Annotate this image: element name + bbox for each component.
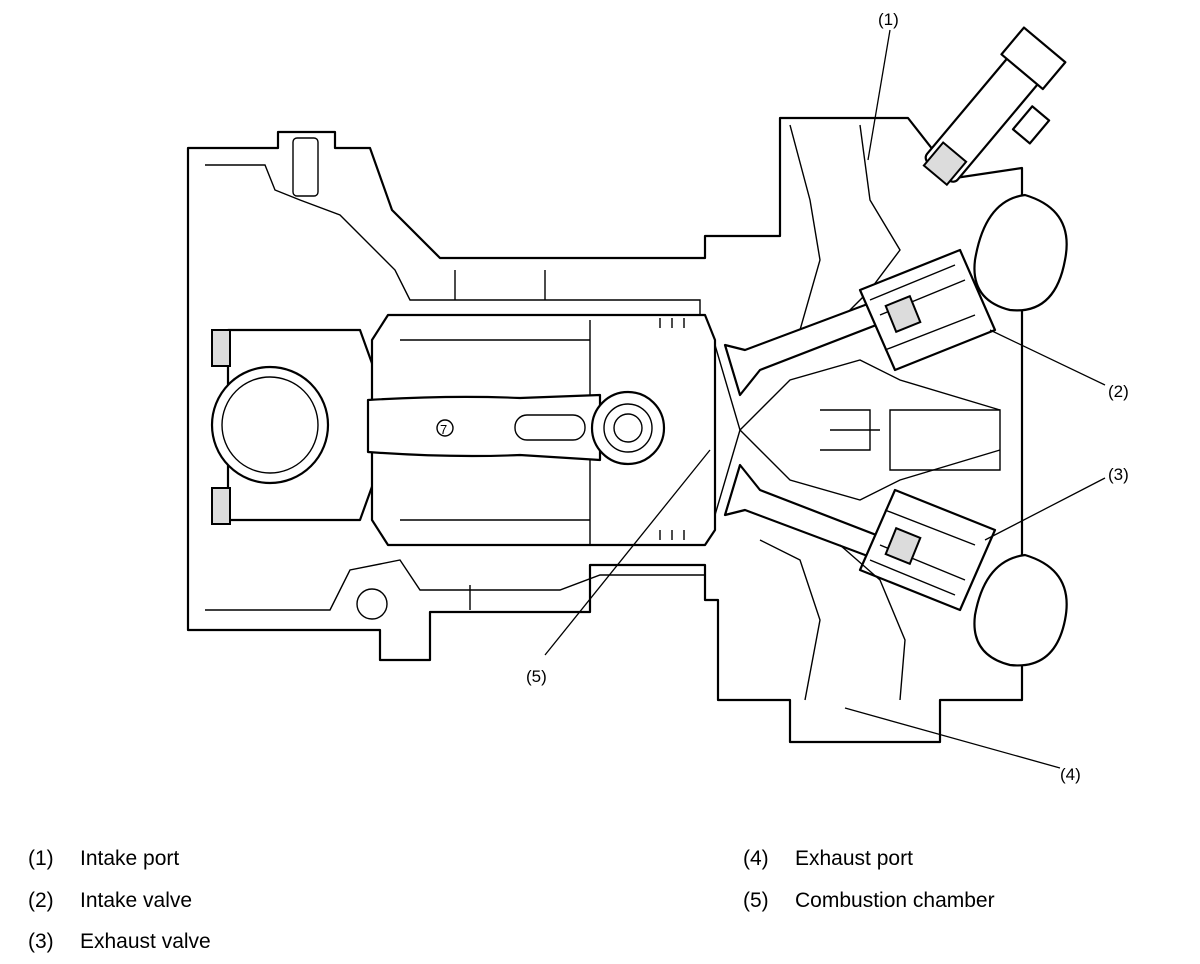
legend-label: Exhaust port xyxy=(795,847,913,870)
piston-pin xyxy=(590,390,666,466)
callout-3: (3) xyxy=(1108,465,1129,484)
engine-cross-section-diagram: 7 (1) (2) (3) (4) (5 xyxy=(186,10,1129,784)
leader-line-2 xyxy=(989,329,1106,386)
legend-number: (4) xyxy=(743,847,769,870)
legend-label: Combustion chamber xyxy=(795,889,995,912)
connecting-rod xyxy=(366,393,602,462)
legend-label: Intake port xyxy=(80,847,180,870)
intake-valve xyxy=(723,248,997,397)
leader-line-1 xyxy=(867,29,891,161)
legend-number: (5) xyxy=(743,889,769,912)
legend-item-1: (1) Intake port xyxy=(28,847,179,871)
legend-item-2: (2) Intake valve xyxy=(28,889,192,913)
block-inner-cavity xyxy=(205,164,701,320)
legend-label: Exhaust valve xyxy=(80,930,211,953)
intake-camshaft-lobe xyxy=(973,193,1068,312)
legend-number: (2) xyxy=(28,889,54,912)
exhaust-valve xyxy=(723,463,997,612)
leader-line-3 xyxy=(984,477,1106,541)
legend-item-5: (5) Combustion chamber xyxy=(743,889,995,913)
legend-number: (3) xyxy=(28,930,54,953)
leader-line-5 xyxy=(544,449,711,656)
legend: (1) Intake port (2) Intake valve (3) Exhaus… xyxy=(0,840,1200,960)
legend-item-3: (3) Exhaust valve xyxy=(28,930,211,954)
callout-2: (2) xyxy=(1108,382,1129,401)
callout-4: (4) xyxy=(1060,765,1081,784)
callout-5: (5) xyxy=(526,667,547,686)
callout-1: (1) xyxy=(878,10,899,29)
exhaust-camshaft-lobe xyxy=(973,553,1068,667)
legend-label: Intake valve xyxy=(80,889,193,912)
legend-number: (1) xyxy=(28,847,54,870)
fuel-injector xyxy=(922,26,1067,187)
exhaust-port xyxy=(759,539,906,701)
legend-item-4: (4) Exhaust port xyxy=(743,847,913,871)
leader-line-4 xyxy=(844,707,1061,769)
svg-text:7: 7 xyxy=(440,422,447,437)
crankshaft-journal xyxy=(210,365,330,485)
